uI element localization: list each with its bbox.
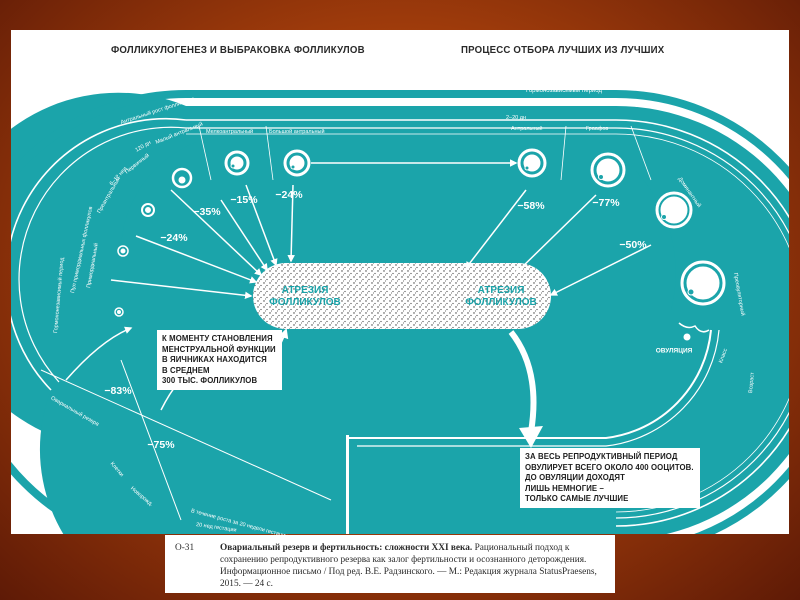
info-box-left: К МОМЕНТУ СТАНОВЛЕНИЯ МЕНСТРУАЛЬНОЙ ФУНК… xyxy=(157,330,282,390)
inner-white-return-2 xyxy=(357,329,720,447)
label-antral: Антральный xyxy=(511,126,543,132)
atresia-arrow-9 xyxy=(110,279,253,300)
atresia-arrow-1 xyxy=(135,235,258,284)
follicle-small-antral xyxy=(224,150,250,176)
left-stripe-2 xyxy=(18,126,187,383)
ovulation-label: ОВУЛЯЦИЯ xyxy=(655,347,693,355)
publisher-logo: SP xyxy=(764,510,779,522)
atresia-arrow-8 xyxy=(549,244,652,296)
citation-text: Овариальный резерв и фертильность: сложн… xyxy=(220,542,605,590)
pct-75: −75% xyxy=(147,439,175,451)
label-graaf: Граафов xyxy=(586,126,609,132)
citation-title: Овариальный резерв и фертильность: сложн… xyxy=(220,543,473,553)
citation-box: О-31 Овариальный резерв и фертильность: … xyxy=(165,535,615,593)
pct-77: −77% xyxy=(592,197,620,209)
inner-white-return xyxy=(349,329,712,439)
label-hormone-dependent: Гормонозависимый период xyxy=(526,88,602,94)
atresia-arrow-2 xyxy=(170,189,263,277)
wedge-divider-2 xyxy=(120,359,182,521)
white-wedge xyxy=(39,390,346,534)
pct-15: −15% xyxy=(230,194,258,206)
inner-stripe-3 xyxy=(186,133,789,513)
label-days-2-20: 2–20 дн xyxy=(506,115,527,121)
atresia-arrow-4 xyxy=(245,184,278,267)
pct-35: −35% xyxy=(193,206,221,218)
left-stripe-1 xyxy=(11,117,187,391)
folliculogenesis-diagram xyxy=(11,90,789,534)
follicle-large-antral xyxy=(283,149,311,177)
pct-58: −58% xyxy=(517,200,545,212)
ovulation-burst xyxy=(678,322,710,341)
atresia-arrow-5 xyxy=(287,184,295,263)
atresia-label-left: АТРЕЗИЯ ФОЛЛИКУЛОВ xyxy=(269,285,341,308)
wedge-divider-1 xyxy=(40,369,332,501)
atresia-arrow-7 xyxy=(514,194,597,275)
label-medium-antral: Мелкоантральный xyxy=(206,129,254,135)
pct-24b: −24% xyxy=(275,189,303,201)
inner-stripe-1 xyxy=(186,119,789,527)
follicle-dominant xyxy=(655,191,693,229)
pct-24a: −24% xyxy=(160,232,188,244)
follicle-antral xyxy=(517,148,547,178)
figure-panel: ФОЛЛИКУЛОГЕНЕЗ И ВЫБРАКОВКА ФОЛЛИКУЛОВ П… xyxy=(11,30,789,540)
atresia-capsule-dots xyxy=(253,263,551,329)
info-box-right: ЗА ВЕСЬ РЕПРОДУКТИВНЫЙ ПЕРИОД ОВУЛИРУЕТ … xyxy=(520,448,700,508)
follicle-preovulatory xyxy=(680,260,726,306)
inner-stripe-2 xyxy=(186,127,789,519)
citation-code: О-31 xyxy=(175,543,195,553)
pct-50: −50% xyxy=(619,239,647,251)
box-right-arrow xyxy=(508,330,537,433)
atresia-arrow-3 xyxy=(220,199,268,272)
follicle-graaf xyxy=(590,152,626,188)
follicle-secondary xyxy=(141,203,155,217)
header-right: ПРОЦЕСС ОТБОРА ЛУЧШИХ ИЗ ЛУЧШИХ xyxy=(461,44,665,56)
atresia-label-right: АТРЕЗИЯ ФОЛЛИКУЛОВ xyxy=(465,285,537,308)
arrow-83 xyxy=(65,326,133,381)
follicle-primary xyxy=(117,245,129,257)
citation-body: Рациональный подход к сохранению репроду… xyxy=(220,543,597,589)
follicle-preantral xyxy=(171,167,193,189)
atresia-arrow-6 xyxy=(465,189,527,270)
label-large-antral: Большой антральный xyxy=(269,129,325,135)
follicle-primordial xyxy=(114,307,124,317)
header-left: ФОЛЛИКУЛОГЕНЕЗ И ВЫБРАКОВКА ФОЛЛИКУЛОВ xyxy=(111,44,365,56)
pct-83: −83% xyxy=(104,385,132,397)
